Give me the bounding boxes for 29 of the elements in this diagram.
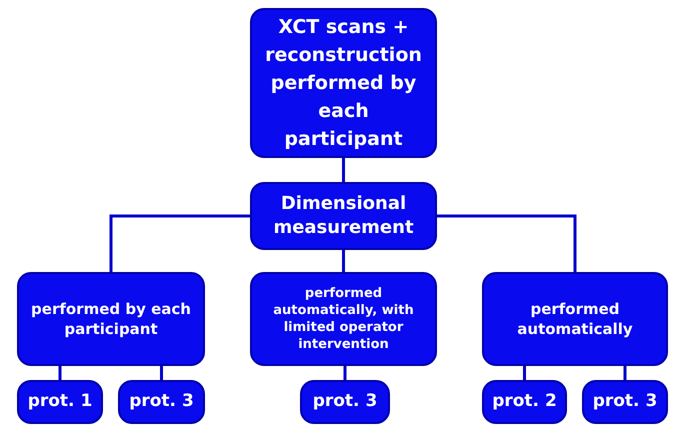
process-box (118, 380, 205, 424)
connector-line (344, 366, 346, 380)
process-box (17, 380, 103, 424)
process-box (250, 8, 437, 158)
process-box (300, 380, 390, 424)
connector-line (342, 250, 345, 272)
box-text: prot. 3 (592, 390, 658, 414)
process-box (17, 272, 205, 366)
process-box (582, 380, 668, 424)
connector-line (342, 158, 345, 182)
box-text: XCT scans + reconstruction performed by each participant (264, 15, 423, 152)
box-text: Dimensional measurement (272, 192, 415, 240)
box-text: performed automatically (516, 299, 634, 339)
connector-line (110, 214, 250, 272)
box-text: prot. 2 (492, 390, 557, 414)
box-text: performed automatically, with limited operator intervention (272, 285, 415, 353)
box-text: prot. 3 (312, 390, 378, 414)
connector-line (437, 214, 576, 272)
connector-line (624, 366, 626, 380)
process-box (250, 272, 437, 366)
box-text: prot. 3 (129, 390, 194, 414)
process-box (482, 272, 668, 366)
box-text: prot. 1 (28, 390, 92, 414)
connector-line (160, 366, 163, 380)
connector-line (523, 366, 526, 380)
box-text: performed by each participant (30, 299, 192, 339)
connector-line (58, 366, 62, 380)
process-box (482, 380, 567, 424)
process-box (250, 182, 437, 250)
